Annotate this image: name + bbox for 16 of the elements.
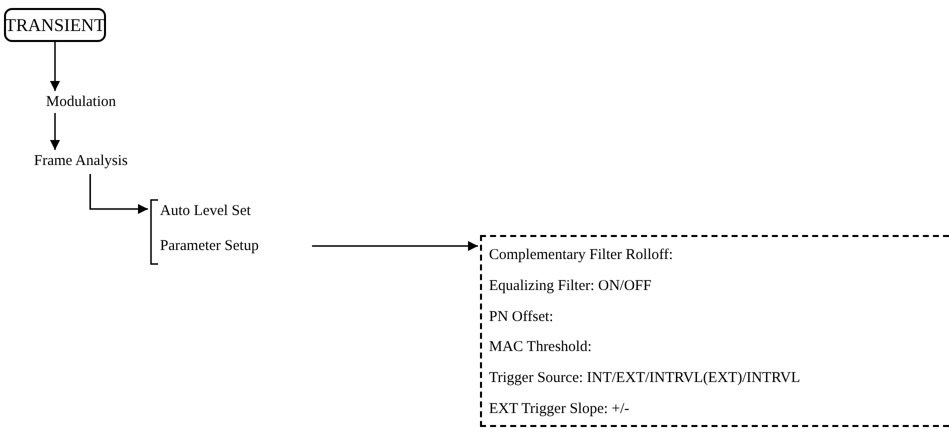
arrow — [89, 174, 148, 214]
menu-title-box: TRANSIENT — [4, 8, 106, 42]
menu-item: Equalizing Filter: ON/OFF — [489, 275, 929, 297]
menu-item: EXT Trigger Slope: +/- — [489, 398, 929, 420]
menu-item: MAC Threshold: — [489, 336, 929, 358]
arrow — [50, 113, 60, 150]
menu-item: Parameter Setup — [160, 235, 310, 257]
arrow — [50, 42, 60, 91]
menu-item: Modulation — [46, 91, 124, 113]
arrow — [312, 241, 478, 251]
menu-item: Auto Level Set — [160, 200, 280, 222]
menu-item: Complementary Filter Rolloff: — [489, 244, 929, 266]
menu-item: Frame Analysis — [34, 150, 140, 172]
dashed-panel — [480, 235, 949, 427]
menu-item: PN Offset: — [489, 306, 929, 328]
menu-item: Trigger Source: INT/EXT/INTRVL(EXT)/INTRVL — [489, 367, 929, 389]
